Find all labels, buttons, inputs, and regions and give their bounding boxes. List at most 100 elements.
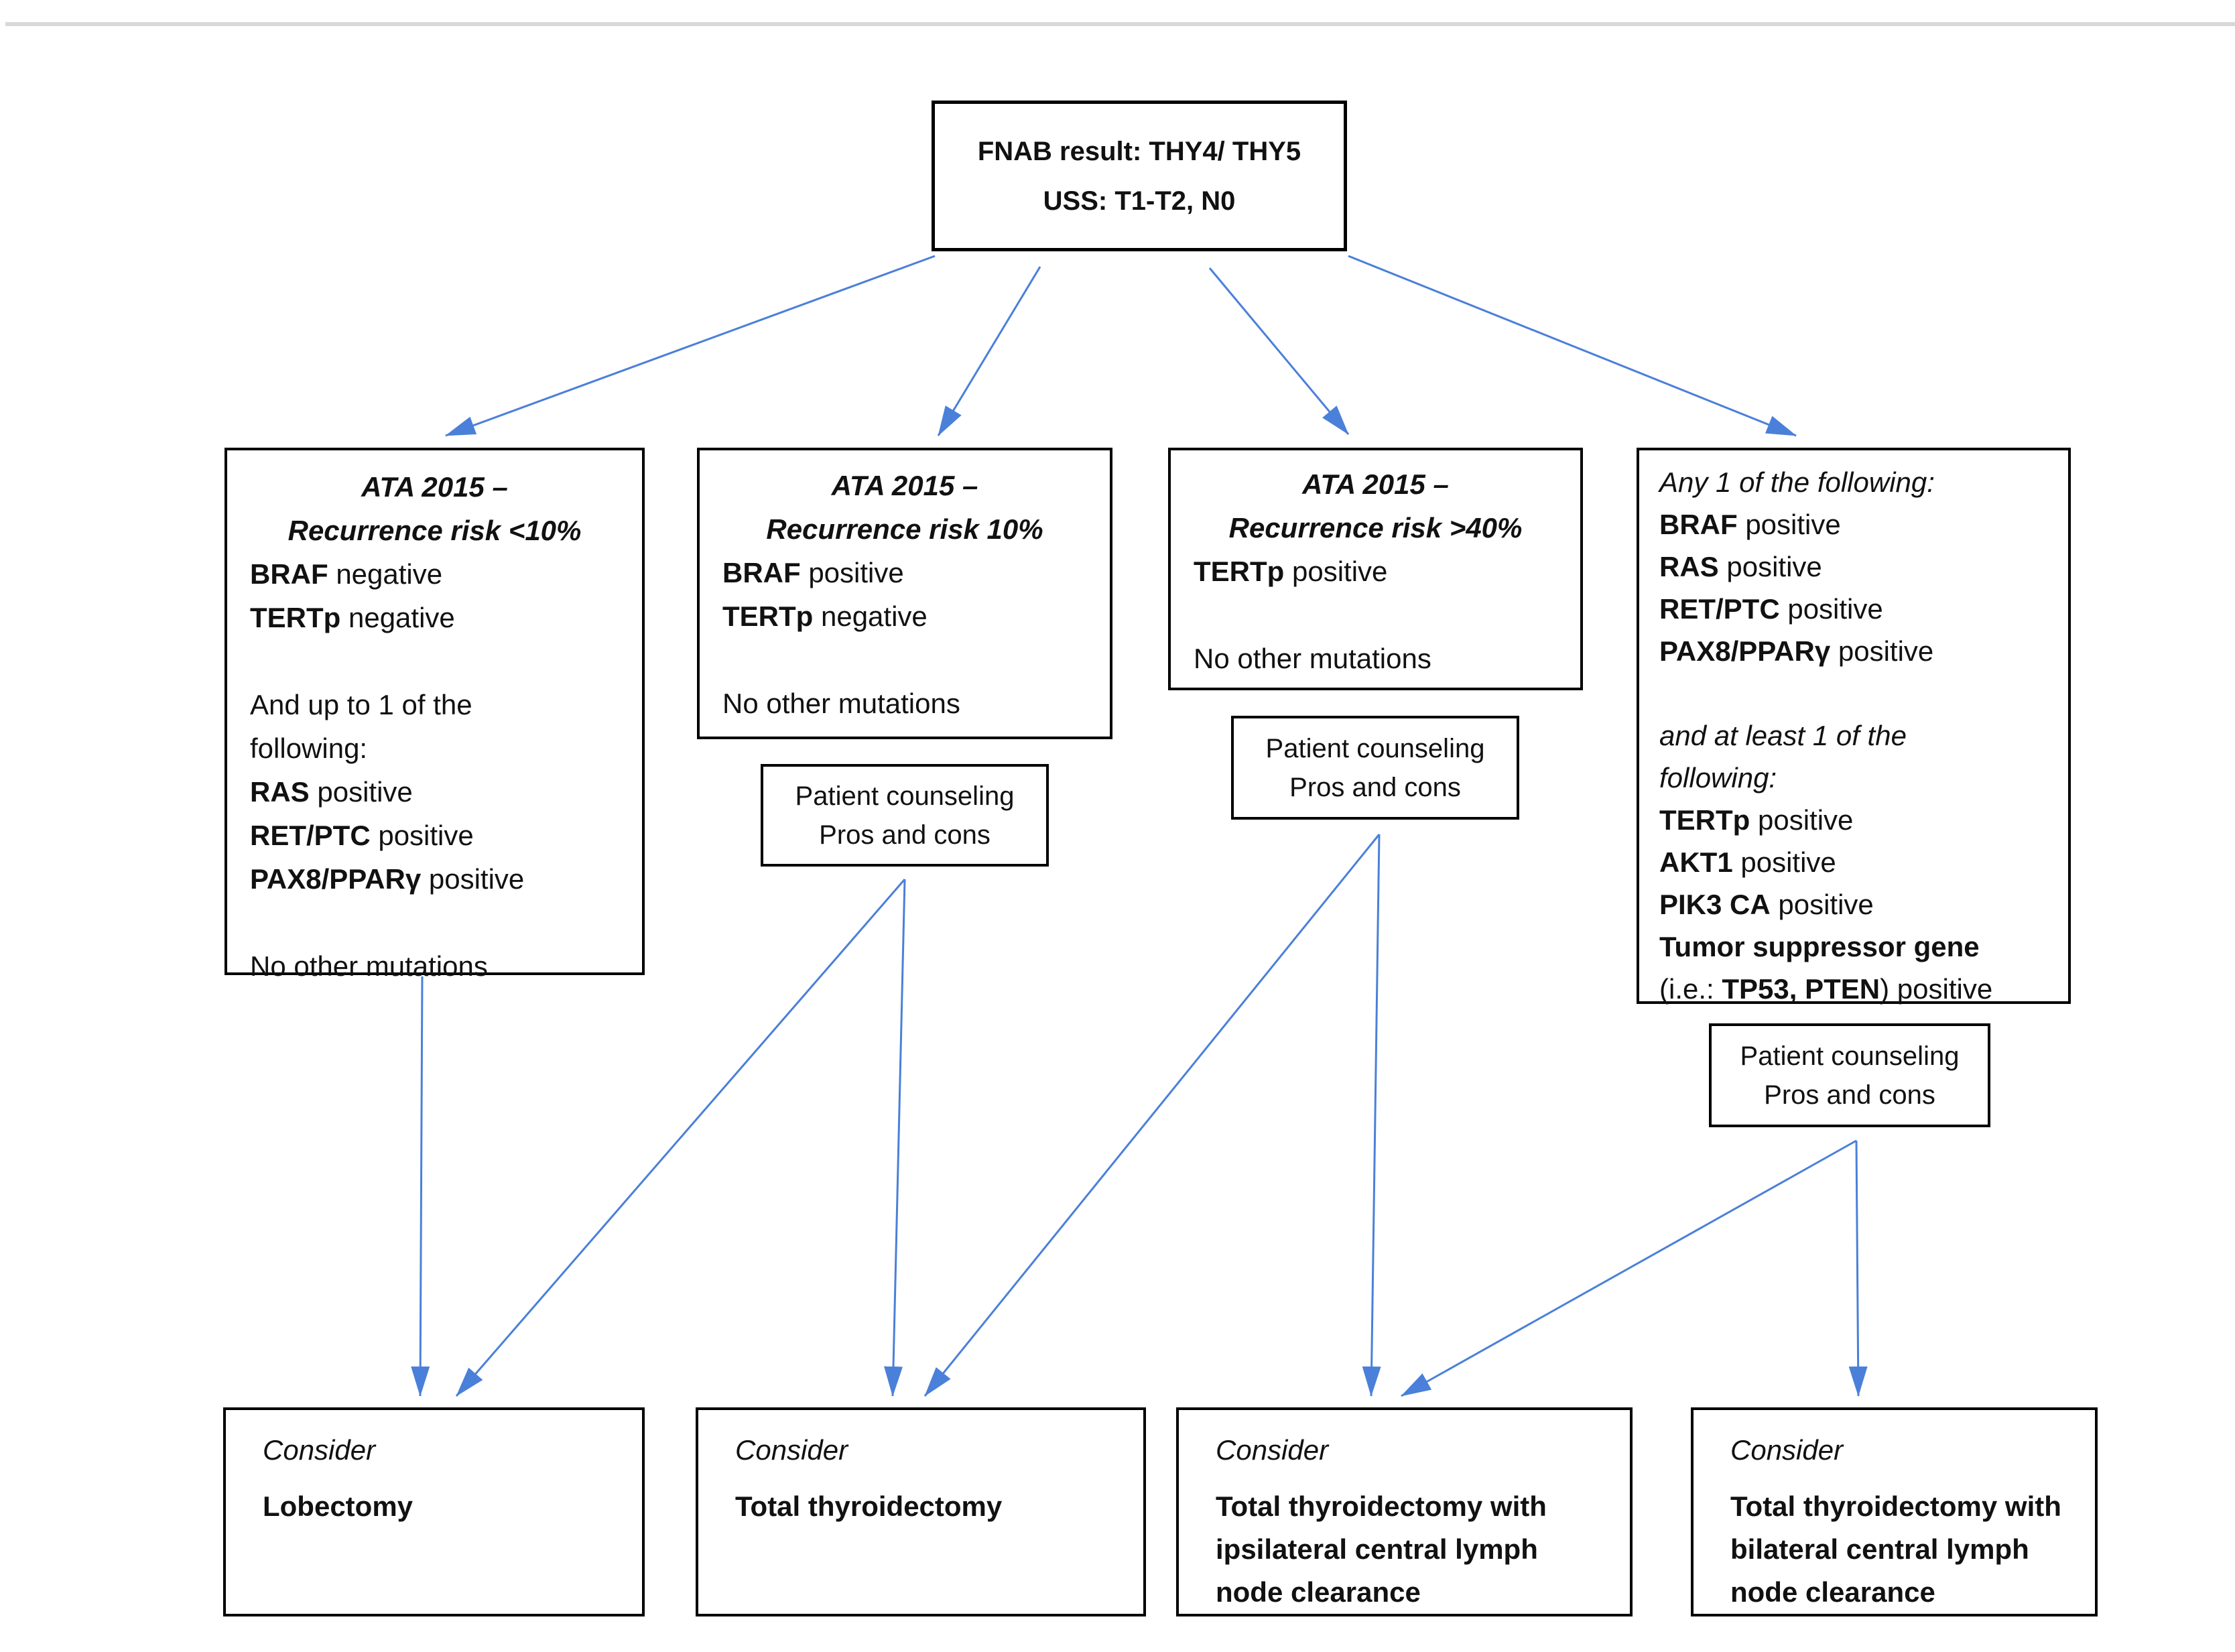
text-line: Recurrence risk >40% [1194, 506, 1557, 550]
text-line [722, 638, 1087, 682]
text-line: node clearance [1216, 1571, 1610, 1614]
text-segment: positive [370, 820, 474, 851]
text-segment: RAS [1659, 551, 1719, 582]
text-segment: Patient counseling [795, 781, 1015, 811]
text-segment: positive [1750, 804, 1854, 836]
text-segment: Pros and cons [819, 820, 991, 850]
flow-arrow [1362, 834, 1381, 1397]
text-segment: bilateral central lymph [1730, 1533, 2029, 1565]
text-segment: positive [1732, 846, 1836, 878]
text-segment: TERTp [1194, 556, 1285, 587]
text-line: following: [250, 726, 619, 770]
text-line: TERTp negative [250, 596, 619, 639]
text-line: ATA 2015 – [250, 465, 619, 509]
text-line: USS: T1-T2, N0 [935, 186, 1344, 216]
flow-arrow [1848, 1140, 1868, 1397]
node-recurrence-risk-40: ATA 2015 – Recurrence risk >40% TERTp posi… [1168, 448, 1583, 690]
text-line: No other mutations [722, 682, 1087, 725]
node-recurrence-risk-low: ATA 2015 –Recurrence risk <10%BRAF negat… [225, 448, 645, 982]
text-line: BRAF positive [1659, 503, 2048, 546]
text-segment: PAX8/PPARγ [250, 863, 422, 895]
text-line: Total thyroidectomy with [1216, 1485, 1610, 1528]
text-segment: PIK3 CA [1659, 889, 1771, 920]
text-segment: Total thyroidectomy with [1730, 1490, 2061, 1522]
text-segment: following: [1659, 762, 1777, 793]
text-segment: FNAB result: THY4/ THY5 [977, 136, 1301, 166]
text-segment: positive [421, 863, 525, 895]
text-segment: BRAF [722, 557, 801, 588]
text-segment: Lobectomy [263, 1490, 413, 1522]
text-line [250, 901, 619, 944]
flow-arrow [884, 879, 906, 1397]
text-line: ATA 2015 – [722, 464, 1087, 507]
text-segment: Pros and cons [1289, 772, 1461, 802]
text-segment: positive [1284, 556, 1388, 587]
text-segment: TERTp [250, 602, 341, 633]
text-segment: ipsilateral central lymph [1216, 1533, 1538, 1565]
flow-arrow [1401, 1139, 1857, 1397]
text-line: TERTp positive [1659, 799, 2048, 841]
text-segment: RET/PTC [1659, 593, 1780, 625]
text-line: Total thyroidectomy with [1730, 1485, 2075, 1528]
text-line: Patient counseling [1234, 729, 1517, 768]
text-segment: Consider [735, 1434, 848, 1466]
text-line: Consider [1216, 1429, 1610, 1472]
text-line: RAS positive [1659, 546, 2048, 588]
text-line: Consider [735, 1429, 1123, 1472]
text-line: PAX8/PPARγ positive [1659, 630, 2048, 672]
text-segment: and at least 1 of the [1659, 720, 1907, 751]
text-segment: ATA 2015 – [361, 471, 508, 503]
text-line: RAS positive [250, 770, 619, 814]
text-line: TERTp positive [1194, 550, 1557, 593]
text-segment: negative [813, 600, 928, 632]
text-line: RET/PTC positive [1659, 588, 2048, 630]
text-segment: No other mutations [722, 688, 960, 719]
node-recurrence-risk-10: ATA 2015 –Recurrence risk 10%BRAF positi… [697, 448, 1112, 739]
text-segment: Patient counseling [1740, 1041, 1960, 1071]
text-segment: positive [1779, 593, 1883, 625]
text-line: Consider [1730, 1429, 2075, 1472]
text-line: Any 1 of the following: [1659, 461, 2048, 503]
flow-arrow [923, 834, 1381, 1397]
text-segment: Tumor suppressor gene [1659, 931, 1980, 962]
text-segment: positive [1770, 889, 1874, 920]
text-segment: Recurrence risk <10% [288, 515, 582, 546]
text-segment: ATA 2015 – [831, 470, 978, 501]
text-line: node clearance [1730, 1571, 2075, 1614]
text-segment: Consider [1730, 1434, 1844, 1466]
text-segment: RET/PTC [250, 820, 371, 851]
text-segment: Recurrence risk 10% [766, 513, 1043, 545]
text-line: bilateral central lymph [1730, 1528, 2075, 1571]
text-segment: ) positive [1880, 973, 1993, 1005]
text-line: following: [1659, 757, 2048, 799]
text-segment: (i.e.: [1659, 973, 1722, 1005]
text-segment: ATA 2015 – [1302, 468, 1449, 500]
text-segment: Consider [263, 1434, 376, 1466]
text-line: FNAB result: THY4/ THY5 [935, 137, 1344, 166]
flow-arrow [445, 255, 936, 437]
text-line: (i.e.: TP53, PTEN) positive [1659, 968, 2048, 1010]
text-segment: TP53, PTEN [1722, 973, 1880, 1005]
text-line: And up to 1 of the [250, 683, 619, 726]
text-segment: Any 1 of the following: [1659, 466, 1935, 498]
text-segment: TERTp [722, 600, 814, 632]
text-line: Pros and cons [1712, 1076, 1988, 1115]
text-segment: positive [1830, 635, 1934, 667]
text-segment: node clearance [1730, 1576, 1935, 1608]
text-line: ATA 2015 – [1194, 462, 1557, 506]
text-segment: Pros and cons [1764, 1080, 1935, 1110]
text-segment: Patient counseling [1265, 733, 1485, 763]
text-line: Lobectomy [263, 1485, 622, 1528]
text-segment: And up to 1 of the [250, 689, 472, 720]
flow-arrow [1208, 267, 1350, 435]
text-line: Pros and cons [1234, 768, 1517, 807]
text-segment: Recurrence risk >40% [1228, 512, 1523, 544]
